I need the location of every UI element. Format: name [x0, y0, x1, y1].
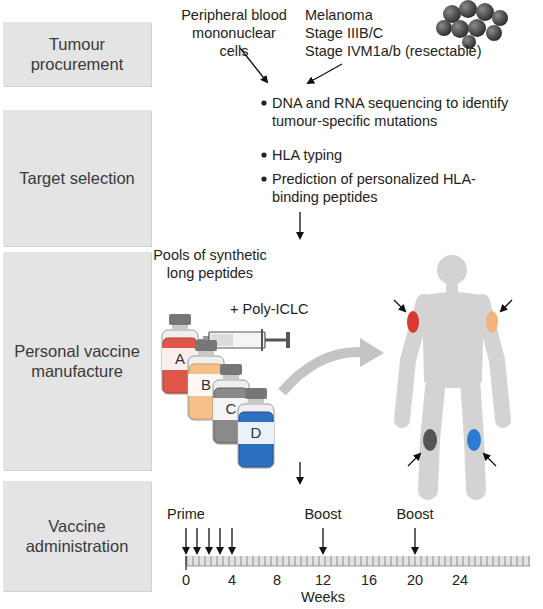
vial-part — [238, 404, 274, 468]
axis-tick: 24 — [445, 571, 475, 589]
syringe — [209, 332, 265, 348]
timeline-label: Boost — [385, 505, 445, 523]
tumour-label: Melanoma — [305, 6, 425, 24]
timeline-bar — [185, 556, 186, 570]
stage-box: Tumour procurement — [3, 22, 151, 86]
injection-site — [407, 311, 419, 333]
site-arrow — [394, 300, 512, 466]
tumour-cells — [459, 0, 477, 18]
timeline-bar — [186, 556, 530, 566]
human-figure — [402, 302, 424, 420]
stage-box: Personal vaccine manufacture — [3, 252, 151, 470]
human-figure — [437, 255, 467, 285]
vial-part — [238, 422, 274, 444]
axis-tick: 4 — [217, 571, 247, 589]
vial-part — [169, 314, 191, 325]
human-figure — [482, 302, 503, 420]
timeline-arrow — [186, 528, 415, 553]
vial-part — [239, 412, 273, 467]
timeline-arrow — [219, 528, 220, 553]
stage-label: Tumour procurement — [13, 34, 141, 74]
stage-label: Target selection — [19, 168, 135, 188]
injection-site — [467, 429, 481, 451]
transfer-arrow — [282, 352, 362, 392]
bullet-dot — [261, 100, 266, 105]
axis-tick: 20 — [400, 571, 430, 589]
timeline-label: Boost — [293, 505, 353, 523]
site-arrow — [484, 454, 496, 466]
timeline-label: Prime — [156, 505, 216, 523]
flow-arrow — [299, 212, 300, 238]
adjuvant-label: + Poly-ICLC — [230, 300, 340, 318]
syringe — [261, 329, 263, 351]
bullet-dot — [261, 176, 266, 181]
timeline-bar — [186, 556, 530, 570]
bullet-text: HLA typing — [272, 146, 472, 164]
axis-tick: 8 — [262, 571, 292, 589]
tumour-cells — [436, 0, 508, 49]
injection-site — [407, 311, 498, 451]
transfer-arrow — [360, 338, 384, 367]
bullet-dot — [261, 152, 266, 157]
peptide-vial: D — [236, 388, 276, 470]
injection-site — [423, 429, 437, 451]
vial-part — [245, 388, 267, 399]
tumour-cells — [468, 19, 486, 37]
stage-box: Vaccine administration — [3, 481, 151, 591]
site-arrow — [501, 300, 512, 311]
axis-tick: 12 — [308, 571, 338, 589]
timeline-arrow — [196, 528, 197, 553]
human-figure — [402, 255, 503, 490]
tumour-cells — [451, 20, 469, 38]
bullet-text: DNA and RNA sequencing to identify tumou… — [272, 94, 534, 130]
timeline-arrow — [208, 528, 209, 553]
peptide-label: Pools of synthetic long peptides — [152, 246, 268, 282]
axis-title: Weeks — [288, 588, 358, 606]
timeline-arrow — [322, 528, 323, 553]
syringe — [265, 339, 286, 342]
vial-part — [220, 364, 242, 375]
site-arrow — [394, 300, 405, 311]
stage-label: Vaccine administration — [13, 516, 141, 556]
syringe — [286, 332, 290, 348]
axis-tick: 16 — [354, 571, 384, 589]
site-arrow — [408, 454, 420, 466]
vial-letter: D — [238, 422, 274, 444]
tumour-cells — [436, 20, 452, 36]
timeline-arrow — [231, 528, 232, 553]
transfer-arrow — [282, 338, 384, 392]
stage-box: Target selection — [3, 110, 151, 246]
timeline-bar — [186, 566, 530, 567]
injection-site — [486, 311, 498, 333]
bullet-dot — [261, 100, 266, 181]
tumour-cells — [492, 10, 508, 26]
flow-arrow — [308, 64, 342, 83]
bullet-text: Prediction of personalized HLA-binding p… — [272, 170, 500, 206]
stage-text: Stage IVM1a/b (resectable) — [305, 42, 535, 60]
tumour-cells — [486, 25, 502, 41]
axis-tick: 0 — [171, 571, 201, 589]
timeline-arrow — [414, 528, 415, 553]
stage-text: Stage IIIB/C — [305, 24, 455, 42]
timeline-arrow — [185, 528, 186, 553]
stage-label: Personal vaccine manufacture — [13, 341, 141, 381]
flow-arrow — [299, 462, 300, 483]
vial-part — [195, 340, 217, 351]
tumour-cells — [476, 3, 494, 21]
source-label: Peripheral blood mononuclear cells — [178, 6, 290, 60]
